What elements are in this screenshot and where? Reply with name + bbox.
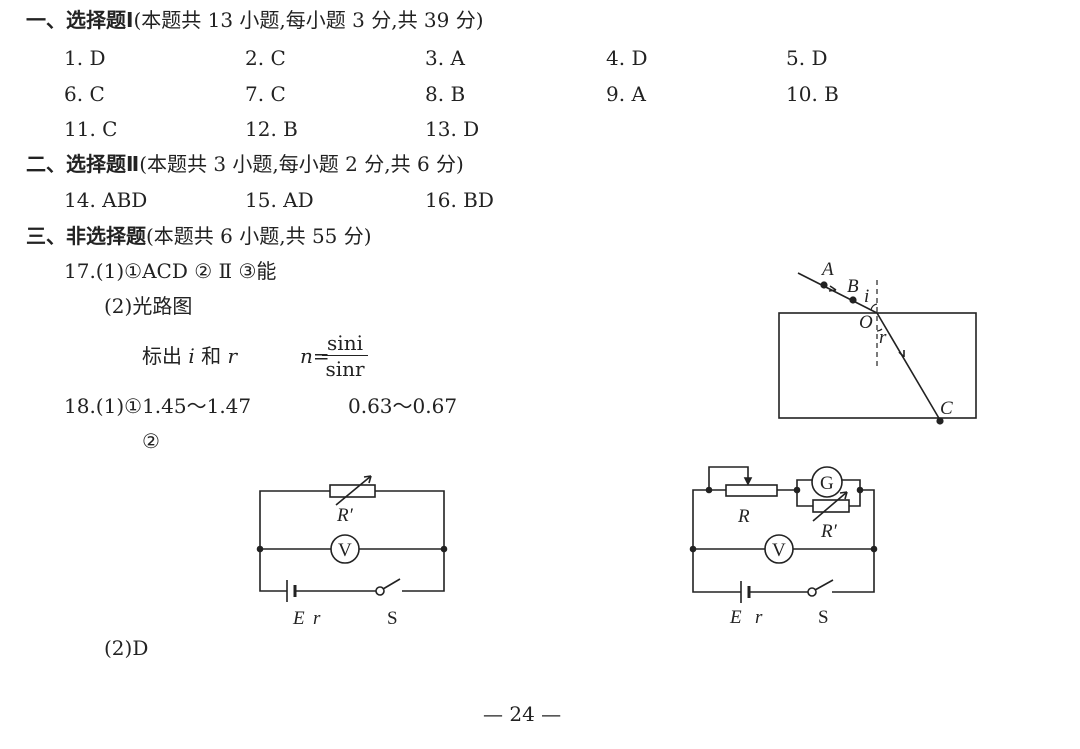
switch-lever: [814, 579, 834, 591]
circuit-1: V R′ E r S: [256, 475, 448, 629]
label-e: E: [729, 607, 742, 628]
n-equals: n=: [300, 344, 330, 368]
ray-arrow: [898, 350, 905, 358]
point-a: [820, 281, 828, 289]
section2-subtitle: (本题共 3 小题,每小题 2 分,共 6 分): [139, 152, 464, 176]
circuit-2: G V R R′ E r S: [689, 466, 878, 628]
answer: 16. BD: [425, 188, 494, 212]
section1-subtitle: (本题共 13 小题,每小题 3 分,共 39 分): [133, 8, 484, 32]
q18-part1-2: ②: [142, 429, 160, 453]
angle-r-arc: [876, 328, 883, 332]
label-s: S: [387, 608, 398, 629]
page-number: — 24 —: [483, 702, 562, 726]
point-b: [849, 296, 857, 304]
variable-resistor: [329, 484, 376, 498]
q18-part1-b: 0.63～0.67: [348, 394, 458, 418]
label-r: R: [737, 506, 750, 527]
node: [793, 486, 801, 494]
ray-arrow: [828, 285, 837, 292]
variable-resistor: [812, 499, 850, 513]
node: [870, 545, 878, 553]
light-path-diagram: A B i O r C: [778, 259, 977, 425]
arrow-head: [839, 491, 848, 500]
q17-part2: (2)光路图: [104, 294, 193, 318]
node: [689, 545, 697, 553]
answer: 5. D: [786, 46, 828, 70]
section3-title: 三、非选择题: [26, 224, 146, 248]
variable-arrow: [335, 475, 372, 506]
answer: 4. D: [606, 46, 648, 70]
angle-i-arc: [870, 303, 878, 311]
node: [256, 545, 264, 553]
text: i: [188, 344, 195, 368]
label-a: A: [820, 259, 834, 280]
answer: 13. D: [425, 117, 480, 141]
slider-arrow: [743, 477, 753, 486]
section3-subtitle: (本题共 6 小题,共 55 分): [146, 224, 372, 248]
text: r: [227, 344, 238, 368]
q17-mark-angles: 标出 i 和 r: [142, 346, 237, 366]
answer: 15. AD: [245, 188, 314, 212]
switch: [807, 587, 817, 597]
answer: 11. C: [64, 117, 118, 141]
label-i: i: [864, 286, 869, 307]
wire: [796, 479, 813, 507]
answer: 1. D: [64, 46, 106, 70]
label-c: C: [940, 398, 953, 419]
label-r: r: [313, 608, 321, 629]
label-rprime: R′: [336, 505, 354, 526]
label-r-internal: r: [755, 607, 763, 628]
node: [705, 486, 713, 494]
q17-part1: 17.(1)①ACD ② Ⅱ ③能: [64, 259, 277, 283]
label-o: O: [859, 312, 873, 333]
section2-title: 二、选择题Ⅱ: [26, 152, 140, 176]
variable-arrow: [812, 491, 848, 522]
label-s: S: [818, 607, 829, 628]
voltmeter-label: V: [772, 540, 786, 561]
voltmeter: [330, 534, 360, 564]
answer: 3. A: [425, 46, 465, 70]
answer: 6. C: [64, 82, 105, 106]
label-e: E: [292, 608, 305, 629]
rheostat-slider: [708, 466, 749, 490]
label-rprime: R′: [820, 521, 838, 542]
answer: 2. C: [245, 46, 286, 70]
answer: 8. B: [425, 82, 466, 106]
switch-lever: [382, 578, 401, 590]
node: [440, 545, 448, 553]
answer: 10. B: [786, 82, 839, 106]
q18-part2: (2)D: [104, 636, 149, 660]
voltmeter-label: V: [338, 540, 352, 561]
answer: 9. A: [606, 82, 646, 106]
voltmeter: [764, 534, 794, 564]
galvanometer-label: G: [820, 473, 834, 494]
section3-heading: 三、非选择题(本题共 6 小题,共 55 分): [26, 226, 372, 246]
q18-part1: 18.(1)①1.45～1.47: [64, 394, 252, 418]
node: [856, 486, 864, 494]
switch: [375, 586, 385, 596]
denominator: sinr: [325, 357, 365, 381]
point-c: [936, 417, 944, 425]
section1-title: 一、选择题Ⅰ: [26, 8, 134, 32]
answer: 14. ABD: [64, 188, 148, 212]
wire: [832, 489, 875, 593]
label-b: B: [847, 276, 859, 297]
label-r: r: [879, 327, 887, 348]
answer: 12. B: [245, 117, 298, 141]
section2-heading: 二、选择题Ⅱ(本题共 3 小题,每小题 2 分,共 6 分): [26, 154, 464, 174]
wire: [259, 490, 330, 592]
rheostat: [725, 484, 778, 497]
answer: 7. C: [245, 82, 286, 106]
wire: [692, 489, 741, 593]
numerator: sini: [322, 333, 368, 356]
text: 标出: [142, 344, 189, 368]
refraction-formula: sini sinr: [322, 333, 368, 379]
galvanometer: [811, 466, 843, 498]
section1-heading: 一、选择题Ⅰ(本题共 13 小题,每小题 3 分,共 39 分): [26, 10, 484, 30]
arrow-head: [363, 475, 372, 484]
text: 和: [194, 344, 228, 368]
wire: [375, 490, 445, 592]
